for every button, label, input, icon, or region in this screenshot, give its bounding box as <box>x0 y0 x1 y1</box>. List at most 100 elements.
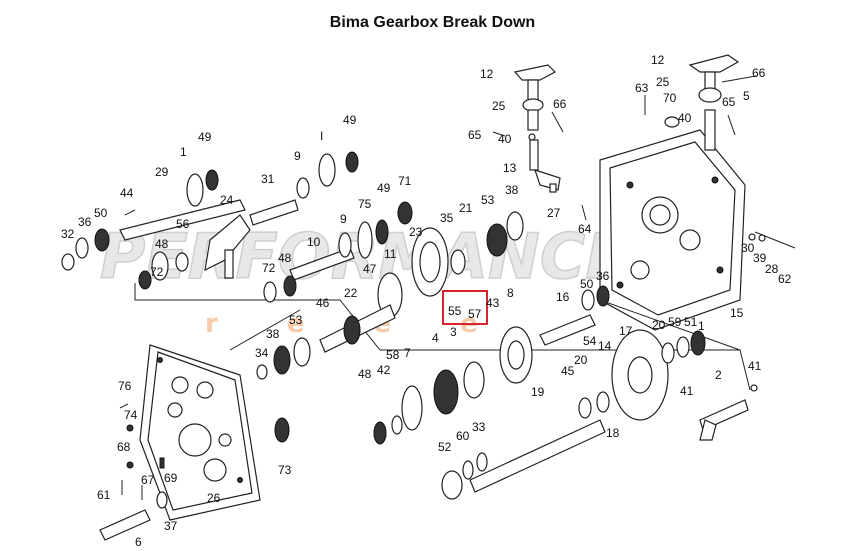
page-title: Bima Gearbox Break Down <box>329 14 536 31</box>
callout-label: 3 <box>450 325 457 339</box>
callout-label: 33 <box>472 420 486 434</box>
callout-label: 6 <box>135 535 142 549</box>
callout-label: 58 <box>386 348 400 362</box>
callout-label: 12 <box>480 67 494 81</box>
callout-label: 74 <box>124 408 138 422</box>
callout-label: 41 <box>680 384 694 398</box>
callout-label: 22 <box>344 286 358 300</box>
callout-label: 53 <box>481 193 495 207</box>
callout-label: 50 <box>94 206 108 220</box>
callout-label: 34 <box>255 346 269 360</box>
callout-label: 49 <box>377 181 391 195</box>
callout-label: 70 <box>663 91 677 105</box>
callout-label: 9 <box>294 149 301 163</box>
callout-label: 13 <box>503 161 517 175</box>
callout-label: 53 <box>289 313 303 327</box>
callout-label: 64 <box>578 222 592 236</box>
callout-label: 17 <box>619 324 633 338</box>
callout-label: 40 <box>678 111 692 125</box>
callout-label: 40 <box>498 132 512 146</box>
callout-label: 61 <box>97 488 111 502</box>
callout-label: 19 <box>531 385 545 399</box>
shaft-31 <box>249 199 299 226</box>
callout-label: 47 <box>363 262 377 276</box>
callout-label: 48 <box>155 237 169 251</box>
callout-label: 16 <box>556 290 570 304</box>
callout-label: 76 <box>118 379 132 393</box>
callout-label: 10 <box>307 235 321 249</box>
callout-label: 65 <box>722 95 736 109</box>
callout-label: 15 <box>730 306 744 320</box>
callout-label: 9 <box>340 212 347 226</box>
callout-label: 38 <box>505 183 519 197</box>
callout-label: 14 <box>598 339 612 353</box>
callout-label: 41 <box>748 359 762 373</box>
callout-label: 44 <box>120 186 134 200</box>
callout-label: 42 <box>377 363 391 377</box>
callout-label: 45 <box>561 364 575 378</box>
callout-label: 73 <box>278 463 292 477</box>
callout-label: 1 <box>698 319 705 333</box>
callout-label: 2 <box>715 368 722 382</box>
callout-label: 23 <box>409 225 423 239</box>
callout-label: 48 <box>278 251 292 265</box>
shift-lever-right <box>644 54 757 151</box>
callout-label: 38 <box>266 327 280 341</box>
callout-label: 28 <box>765 262 779 276</box>
callout-label: 36 <box>78 215 92 229</box>
callout-label: 72 <box>150 265 164 279</box>
callout-label: 5 <box>743 89 750 103</box>
callout-label: 49 <box>198 130 212 144</box>
callout-label: 52 <box>438 440 452 454</box>
callout-label: 65 <box>468 128 482 142</box>
callout-label: 4 <box>432 331 439 345</box>
callout-label: 63 <box>635 81 649 95</box>
callout-label: I <box>320 129 323 143</box>
callout-label: 18 <box>606 426 620 440</box>
gears-and-bearings <box>61 151 796 541</box>
highlight-box-55 <box>442 290 488 325</box>
callout-label: 60 <box>456 429 470 443</box>
callout-label: 32 <box>61 227 75 241</box>
callout-label: 39 <box>753 251 767 265</box>
callout-label: 35 <box>440 211 454 225</box>
callout-label: 48 <box>358 367 372 381</box>
callout-labels: 12 25 66 65 40 13 27 12 25 66 63 70 40 6… <box>61 53 792 549</box>
callout-label: 43 <box>486 296 500 310</box>
callout-label: 30 <box>741 241 755 255</box>
callout-label: 75 <box>358 197 372 211</box>
gearbox-cover-left <box>139 344 261 521</box>
callout-label: 25 <box>492 99 506 113</box>
callout-label: 12 <box>651 53 665 67</box>
callout-label: 55 <box>448 304 462 318</box>
callout-label: 50 <box>580 277 594 291</box>
callout-label: 21 <box>459 201 473 215</box>
callout-label: 71 <box>398 174 412 188</box>
callout-label: 67 <box>141 473 155 487</box>
callout-label: 62 <box>778 272 792 286</box>
callout-label: 49 <box>343 113 357 127</box>
callout-label: 68 <box>117 440 131 454</box>
callout-label: 51 <box>684 315 698 329</box>
callout-label: 20 <box>652 318 666 332</box>
callout-label: 69 <box>164 471 178 485</box>
callout-label: 11 <box>384 247 397 261</box>
callout-label: 31 <box>261 172 275 186</box>
callout-label: 72 <box>262 261 276 275</box>
callout-label: 66 <box>553 97 567 111</box>
callout-label: 26 <box>207 491 221 505</box>
callout-label: 24 <box>220 193 234 207</box>
callout-label: 25 <box>656 75 670 89</box>
callout-label: 36 <box>596 269 610 283</box>
gearbox-housing-right <box>599 129 746 331</box>
callout-label: 66 <box>752 66 766 80</box>
callout-label: 56 <box>176 217 190 231</box>
callout-label: 37 <box>164 519 178 533</box>
callout-label: 27 <box>547 206 561 220</box>
callout-label: 59 <box>668 315 682 329</box>
shift-lever-left <box>492 64 564 193</box>
callout-label: 7 <box>404 346 411 360</box>
callout-label: 20 <box>574 353 588 367</box>
